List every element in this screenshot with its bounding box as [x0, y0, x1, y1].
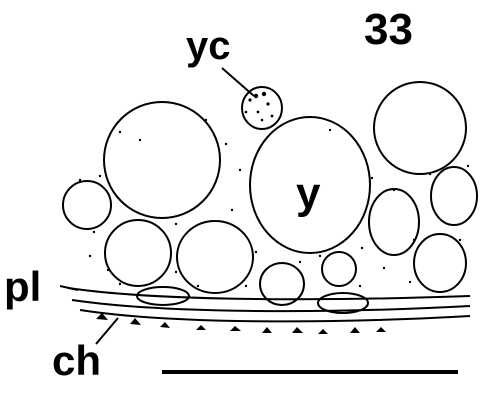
yolk-granule-right-oval: [369, 189, 419, 255]
figure-number: 33: [364, 8, 413, 52]
stipple-dots: [79, 92, 469, 287]
yc-leader-line: [222, 68, 254, 96]
label-pl: pl: [4, 266, 41, 308]
yolk-granule-tiny: [322, 252, 356, 286]
cytoplasm-outline: [67, 107, 466, 290]
label-ch: ch: [52, 340, 101, 382]
yolk-granule-right: [431, 167, 477, 225]
yolk-granule-lower-right: [414, 234, 466, 292]
label-y: y: [296, 172, 320, 216]
yolk-granule-lower-mid: [177, 221, 253, 293]
label-yc: yc: [186, 26, 231, 66]
yolk-granule-upper-right: [374, 82, 466, 174]
plasma-membrane-line: [68, 288, 470, 299]
yolk-granule-large-left: [104, 102, 220, 218]
pl-leader-line: [60, 286, 78, 290]
yolk-granule-left: [63, 181, 111, 229]
yolk-granule-lower-left: [105, 220, 171, 286]
